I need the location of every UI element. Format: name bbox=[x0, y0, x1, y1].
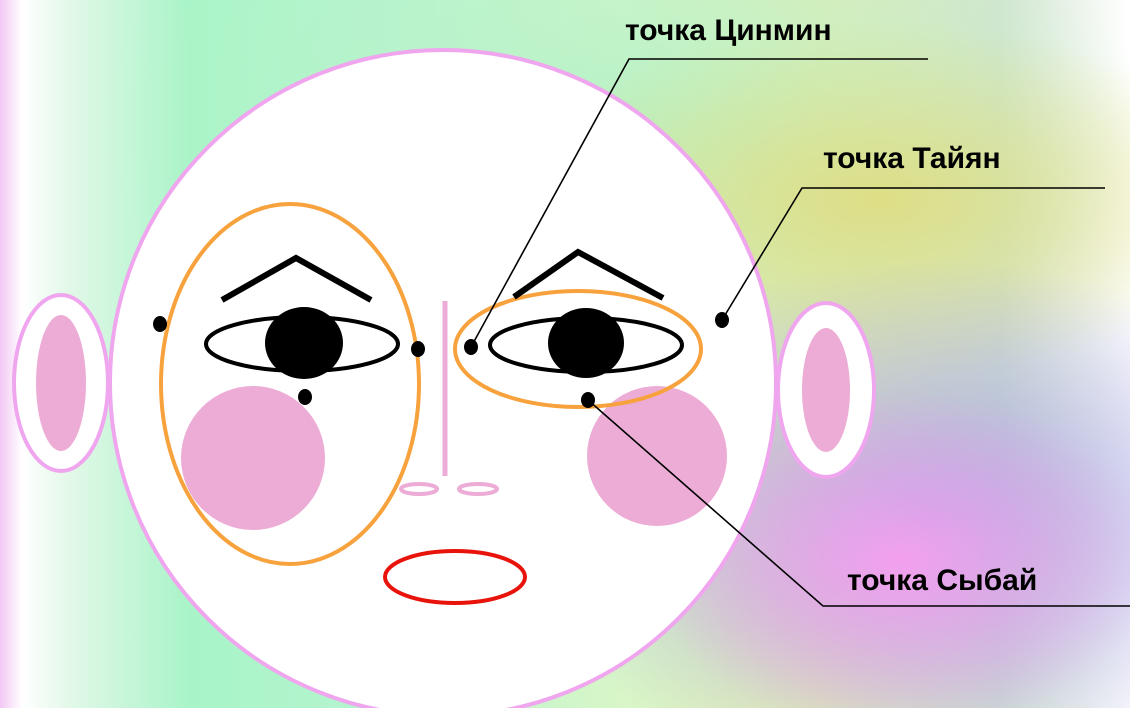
left-ear bbox=[14, 295, 108, 471]
label-sybai: точка Сыбай bbox=[847, 564, 1037, 597]
left-pupil bbox=[265, 307, 343, 379]
label-tsinmin: точка Цинмин bbox=[625, 14, 832, 47]
acupoint-dot bbox=[411, 341, 425, 357]
label-taiyan: точка Тайян bbox=[823, 142, 1001, 175]
acupoint-dot bbox=[298, 389, 312, 405]
left-blush bbox=[181, 386, 325, 530]
left-ear-inner bbox=[36, 315, 86, 451]
right-ear bbox=[778, 303, 874, 477]
leader-line-taiyan bbox=[722, 188, 1105, 320]
right-pupil bbox=[548, 308, 624, 378]
acupoint-dot bbox=[153, 316, 167, 332]
right-ear-inner bbox=[802, 328, 850, 452]
